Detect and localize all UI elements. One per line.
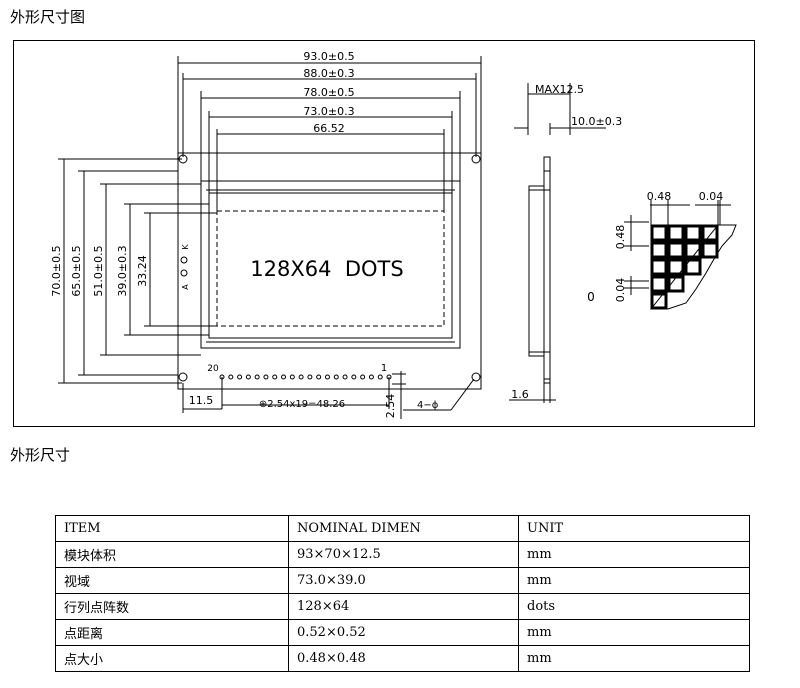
pin-hole [307, 374, 313, 380]
pixel-break-outline [649, 224, 737, 310]
row-unit: dots [518, 593, 750, 620]
pin-hole [245, 374, 251, 380]
pin-hole [324, 374, 330, 380]
pin-hole [254, 374, 260, 380]
pixel-cell-inner [686, 226, 700, 240]
pixel-cell-inner [703, 226, 717, 240]
row-dimen: 0.52×0.52 [288, 619, 519, 646]
pin-hole [263, 374, 269, 380]
backlight-terminals: K A [180, 244, 190, 290]
pin-1-label: 1 [381, 363, 387, 374]
terminal-a-label: A [181, 284, 190, 290]
pin-hole [228, 374, 234, 380]
pin-hole [289, 374, 295, 380]
dimension-drawing: 93.0±0.5 88.0±0.3 78.0±0.5 73.0±0.3 66.5… [50, 50, 737, 419]
dim-66-52: 66.52 [313, 122, 345, 135]
header-nominal-dimen: NOMINAL DIMEN [288, 515, 519, 542]
dim-11-5: 11.5 [189, 394, 214, 407]
row-item: 行列点阵数 [55, 593, 289, 620]
pixel-gap-v-dim: 0.04 [614, 278, 627, 303]
pixel-detail [624, 200, 731, 295]
hole-note: 4−ϕ [417, 400, 439, 411]
row-dimen: 128×64 [288, 593, 519, 620]
pin-hole [237, 374, 243, 380]
row-unit: mm [518, 567, 750, 594]
row-dimen: 93×70×12.5 [288, 541, 519, 568]
table-row: 行列点阵数 128×64 dots [55, 593, 750, 620]
pin-hole [281, 374, 287, 380]
pixel-size-dim: 0.48 [647, 190, 672, 203]
pin-hole [342, 374, 348, 380]
pin-row [219, 374, 392, 380]
pixel-cell-inner [669, 260, 683, 274]
pin-20-label: 20 [207, 364, 219, 374]
drawing-heading: 外形尺寸图 [10, 8, 86, 26]
dim-88: 88.0±0.3 [303, 67, 354, 80]
pin-hole [377, 374, 383, 380]
side-view [509, 83, 606, 403]
pixel-cell-inner [703, 243, 717, 257]
pixel-cell-inner [686, 260, 700, 274]
dimension-drawing-frame: 93.0±0.5 88.0±0.3 78.0±0.5 73.0±0.3 66.5… [13, 40, 755, 427]
pixel-cell-inner [652, 260, 666, 274]
pin-hole [368, 374, 374, 380]
side-pcb-dim: 1.6 [511, 388, 529, 401]
pixel-cell-inner [652, 294, 666, 308]
table-row: 点大小 0.48×0.48 mm [55, 645, 750, 672]
pixel-gap-dim: 0.04 [699, 190, 724, 203]
table-row: 视域 73.0×39.0 mm [55, 567, 750, 594]
pixel-cell-inner [669, 226, 683, 240]
dimension-heading: 外形尺寸 [10, 446, 71, 464]
module-outline [177, 152, 482, 390]
side-thickness-dim: 10.0±0.3 [571, 115, 622, 128]
dim-73: 73.0±0.3 [303, 105, 354, 118]
display-label: 128X64 DOTS [250, 257, 403, 281]
pixel-cell-inner [652, 277, 666, 291]
dim-70: 70.0±0.5 [50, 245, 63, 296]
pixel-zero-label: 0 [587, 290, 595, 304]
dim-51: 51.0±0.5 [92, 245, 105, 296]
row-unit: mm [518, 645, 750, 672]
pixel-cell-inner [669, 243, 683, 257]
pin-hole [360, 374, 366, 380]
row-unit: mm [518, 541, 750, 568]
spec-table: ITEM NOMINAL DIMEN UNIT 模块体积 93×70×12.5 … [55, 515, 750, 672]
header-item: ITEM [55, 515, 289, 542]
dim-93: 93.0±0.5 [303, 50, 354, 63]
dim-78: 78.0±0.5 [303, 86, 354, 99]
vertical-dimensions [58, 158, 217, 384]
dim-39: 39.0±0.3 [116, 245, 129, 296]
row-item: 点距离 [55, 619, 289, 646]
pin-hole [298, 374, 304, 380]
pixel-cell-inner [652, 243, 666, 257]
side-max-dim: MAX12.5 [535, 83, 584, 96]
table-row: 模块体积 93×70×12.5 mm [55, 541, 750, 568]
row-dimen: 73.0×39.0 [288, 567, 519, 594]
pin-hole [272, 374, 278, 380]
pin-hole [333, 374, 339, 380]
table-header-row: ITEM NOMINAL DIMEN UNIT [55, 515, 750, 542]
dim-2-54: 2.54 [384, 394, 397, 419]
row-item: 视域 [55, 567, 289, 594]
pixel-cell-inner [686, 243, 700, 257]
horizontal-dimensions [177, 56, 482, 211]
pixel-cell-inner [652, 226, 666, 240]
row-item: 模块体积 [55, 541, 289, 568]
pixel-size-v-dim: 0.48 [614, 225, 627, 250]
row-item: 点大小 [55, 645, 289, 672]
dim-33-24: 33.24 [136, 255, 149, 287]
header-unit: UNIT [518, 515, 750, 542]
table-row: 点距离 0.52×0.52 mm [55, 619, 750, 646]
pixel-cell-inner [669, 277, 683, 291]
dim-65: 65.0±0.5 [70, 245, 83, 296]
pin-pitch-dim: ⊕2.54x19=48.26 [259, 399, 345, 410]
row-unit: mm [518, 619, 750, 646]
row-dimen: 0.48×0.48 [288, 645, 519, 672]
pin-hole [351, 374, 357, 380]
terminal-k-label: K [181, 244, 190, 250]
pin-hole [316, 374, 322, 380]
